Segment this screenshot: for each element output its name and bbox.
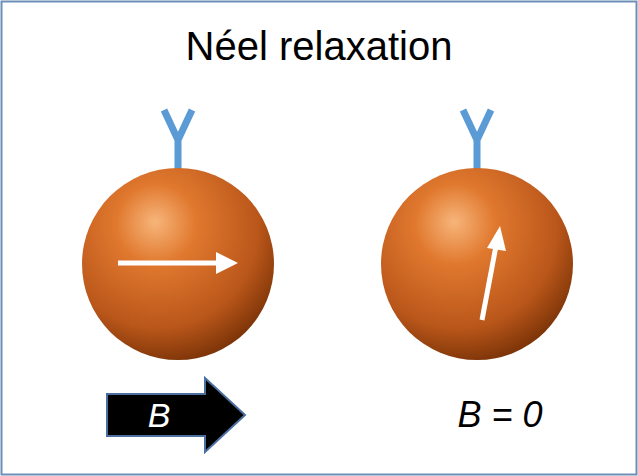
arrow-outline <box>107 378 245 452</box>
antibody-symbol <box>164 110 192 172</box>
nanoparticle <box>381 168 573 360</box>
title: Néel relaxation <box>0 24 638 69</box>
arrow-shape <box>105 376 247 454</box>
nanoparticle <box>82 168 274 360</box>
field-symbol: B <box>148 398 171 432</box>
magnetic-moment-arrow <box>118 252 238 274</box>
antibody-symbol <box>463 110 491 172</box>
field-arrow: B <box>105 376 247 454</box>
field-label: B = 0 <box>457 397 542 433</box>
magnetic-moment-arrow <box>482 226 506 320</box>
